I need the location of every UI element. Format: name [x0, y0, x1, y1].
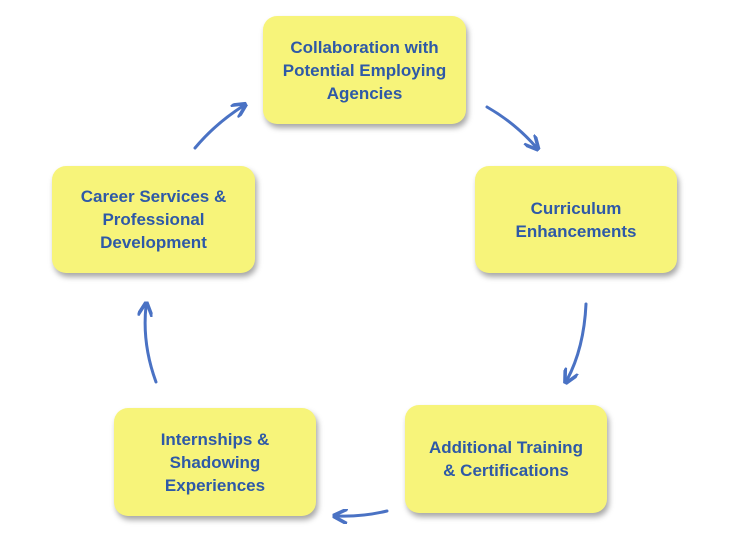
arrow-internships-to-career: [145, 306, 158, 384]
arrow-curriculum-to-training: [567, 302, 588, 380]
node-training: Additional Training & Certifications: [405, 405, 607, 513]
arrow-career-to-collaboration: [193, 106, 243, 150]
node-curriculum-label: Curriculum Enhancements: [515, 198, 637, 241]
node-training-label: Additional Training & Certifications: [429, 438, 583, 480]
node-career: Career Services & Professional Developme…: [52, 166, 255, 273]
arrow-collaboration-to-curriculum: [485, 105, 536, 147]
node-career-label: Career Services & Professional Developme…: [80, 187, 227, 252]
node-collaboration-label: Collaboration with Potential Employing A…: [282, 37, 447, 103]
node-curriculum: Curriculum Enhancements: [475, 166, 677, 273]
arrow-training-to-internships: [337, 511, 389, 516]
node-internships-label: Internships & Shadowing Experiences: [160, 429, 270, 495]
node-internships: Internships & Shadowing Experiences: [114, 408, 316, 516]
node-collaboration: Collaboration with Potential Employing A…: [263, 16, 466, 124]
